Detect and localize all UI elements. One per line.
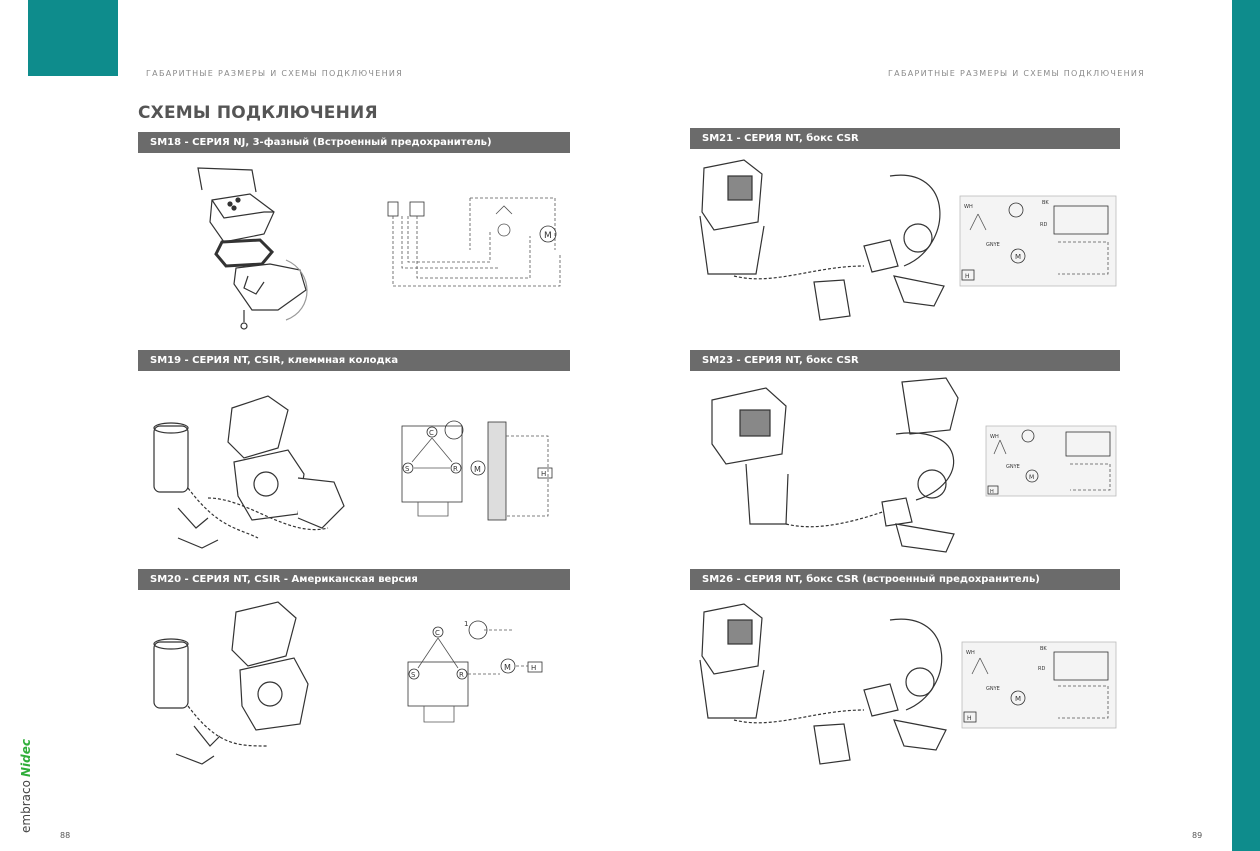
sm23-exploded-drawing: [706, 374, 970, 558]
sm19-exploded-drawing: [148, 378, 358, 578]
sm26-label-GNYE: GNYE: [986, 686, 1000, 692]
sm20-motor-label: M: [504, 663, 511, 672]
sm26-label-WH: WH: [966, 650, 975, 656]
left-page-number: 88: [60, 831, 71, 840]
sm23-wiring-schematic: WH GNYE M H: [984, 424, 1118, 500]
section-header-sm21: SM21 - СЕРИЯ NT, бокс CSR: [690, 128, 1120, 149]
sm19-motor-label: M: [474, 465, 481, 474]
section-header-sm18: SM18 - СЕРИЯ NJ, 3-фазный (Встроенный пр…: [138, 132, 570, 153]
sm20-terminal-R: R: [459, 671, 464, 679]
page-title: СХЕМЫ ПОДКЛЮЧЕНИЯ: [138, 103, 378, 123]
embraco-nidec-logo: embraco Nidec: [18, 738, 34, 834]
left-running-head: ГАБАРИТНЫЕ РАЗМЕРЫ И СХЕМЫ ПОДКЛЮЧЕНИЯ: [146, 69, 404, 78]
right-page-number: 89: [1192, 831, 1203, 840]
sm19-terminal-C: C: [429, 429, 434, 437]
right-running-head: ГАБАРИТНЫЕ РАЗМЕРЫ И СХЕМЫ ПОДКЛЮЧЕНИЯ: [888, 69, 1146, 78]
sm26-wiring-schematic: WH BK RD GNYE M H: [960, 640, 1118, 732]
sm21-label-GNYE: GNYE: [986, 242, 1000, 248]
sm26-motor-label: M: [1015, 695, 1021, 703]
section-header-sm23: SM23 - СЕРИЯ NT, бокс CSR: [690, 350, 1120, 371]
sm18-wiring-schematic: M: [380, 190, 570, 298]
sm26-label-RD: RD: [1038, 666, 1045, 672]
sm26-label-BK: BK: [1040, 646, 1047, 652]
sm20-terminal-C: C: [435, 629, 440, 637]
teal-corner-block: [28, 0, 118, 76]
sm21-label-BK: BK: [1042, 200, 1049, 206]
sm20-heater-label: H: [531, 664, 536, 672]
sm18-exploded-drawing: [190, 160, 320, 340]
sm20-label-1: 1: [464, 620, 468, 628]
sm23-motor-label: M: [1029, 474, 1034, 481]
teal-edge-strip: [1232, 0, 1260, 851]
sm23-label-WH: WH: [990, 434, 999, 440]
sm19-terminal-S: S: [405, 465, 410, 473]
sm26-heater-label: H: [967, 715, 972, 722]
sm21-label-WH: WH: [964, 204, 973, 210]
sm18-motor-label: M: [544, 231, 552, 241]
sm21-exploded-drawing: [694, 156, 954, 336]
sm26-exploded-drawing: [694, 600, 962, 780]
sm19-heater-label: H: [541, 470, 546, 478]
embraco-wordmark: embraco: [19, 780, 33, 833]
sm23-heater-label: H: [990, 489, 994, 495]
sm19-terminal-R: R: [453, 465, 458, 473]
nidec-wordmark: Nidec: [19, 739, 33, 778]
sm21-label-RD: RD: [1040, 222, 1047, 228]
sm19-wiring-schematic: C S R M H: [398, 416, 568, 524]
sm20-wiring-schematic: C S R 1 M H: [404, 618, 554, 730]
sm20-terminal-S: S: [411, 671, 416, 679]
sm20-exploded-drawing: [148, 596, 348, 786]
section-header-sm26: SM26 - СЕРИЯ NT, бокс CSR (встроенный пр…: [690, 569, 1120, 590]
sm21-wiring-schematic: WH BK RD GNYE M H: [958, 194, 1118, 290]
section-header-sm19: SM19 - СЕРИЯ NT, CSIR, клеммная колодка: [138, 350, 570, 371]
sm23-label-GNYE: GNYE: [1006, 464, 1020, 470]
sm21-motor-label: M: [1015, 253, 1021, 261]
section-header-sm20: SM20 - СЕРИЯ NT, CSIR - Американская вер…: [138, 569, 570, 590]
sm21-heater-label: H: [965, 273, 970, 280]
